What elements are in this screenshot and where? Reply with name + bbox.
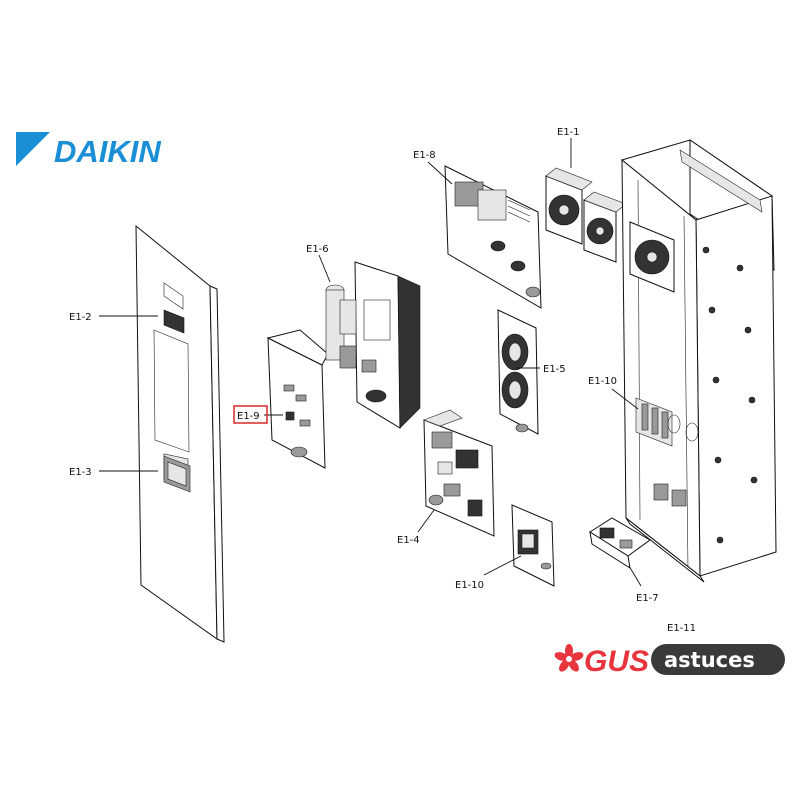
astuces-text: astuces bbox=[664, 648, 755, 672]
astuces-pill bbox=[651, 644, 785, 675]
daikin-logo-mark bbox=[16, 132, 50, 166]
label-e1-9: E1-9 bbox=[237, 411, 260, 422]
label-e1-5: E1-5 bbox=[543, 364, 566, 375]
label-e1-3: E1-3 bbox=[69, 467, 92, 478]
e1-1-fans bbox=[545, 167, 627, 263]
front-panel bbox=[135, 224, 225, 643]
e1-10-lower-board bbox=[511, 504, 555, 587]
label-e1-10-lower: E1-10 bbox=[455, 580, 484, 591]
gus-astuces-logo: GUS astuces bbox=[554, 644, 785, 678]
main-cabinet bbox=[620, 139, 777, 583]
e1-9-highlight: E1-9 bbox=[233, 405, 268, 424]
callout-lines bbox=[99, 138, 642, 587]
label-e1-4: E1-4 bbox=[397, 535, 420, 546]
label-e1-6: E1-6 bbox=[306, 244, 329, 255]
e1-9-highlight-box bbox=[233, 405, 268, 424]
label-e1-8: E1-8 bbox=[413, 150, 436, 161]
e1-8-board bbox=[444, 165, 542, 309]
e1-6-module bbox=[325, 261, 421, 429]
e1-9-board bbox=[266, 329, 329, 469]
daikin-logo-text: DAIKIN bbox=[54, 134, 161, 169]
e1-4-board bbox=[423, 409, 495, 537]
label-e1-11: E1-11 bbox=[667, 623, 696, 634]
gus-flower-icon bbox=[554, 644, 584, 672]
label-e1-7: E1-7 bbox=[636, 593, 659, 604]
e1-5-board bbox=[497, 309, 539, 435]
label-e1-10-main: E1-10 bbox=[588, 376, 617, 387]
label-e1-2: E1-2 bbox=[69, 312, 92, 323]
daikin-logo: DAIKIN bbox=[16, 132, 161, 169]
label-e1-1: E1-1 bbox=[557, 127, 580, 138]
gus-text: GUS bbox=[584, 645, 649, 678]
e1-7-board bbox=[589, 517, 651, 570]
display-window bbox=[163, 309, 185, 334]
